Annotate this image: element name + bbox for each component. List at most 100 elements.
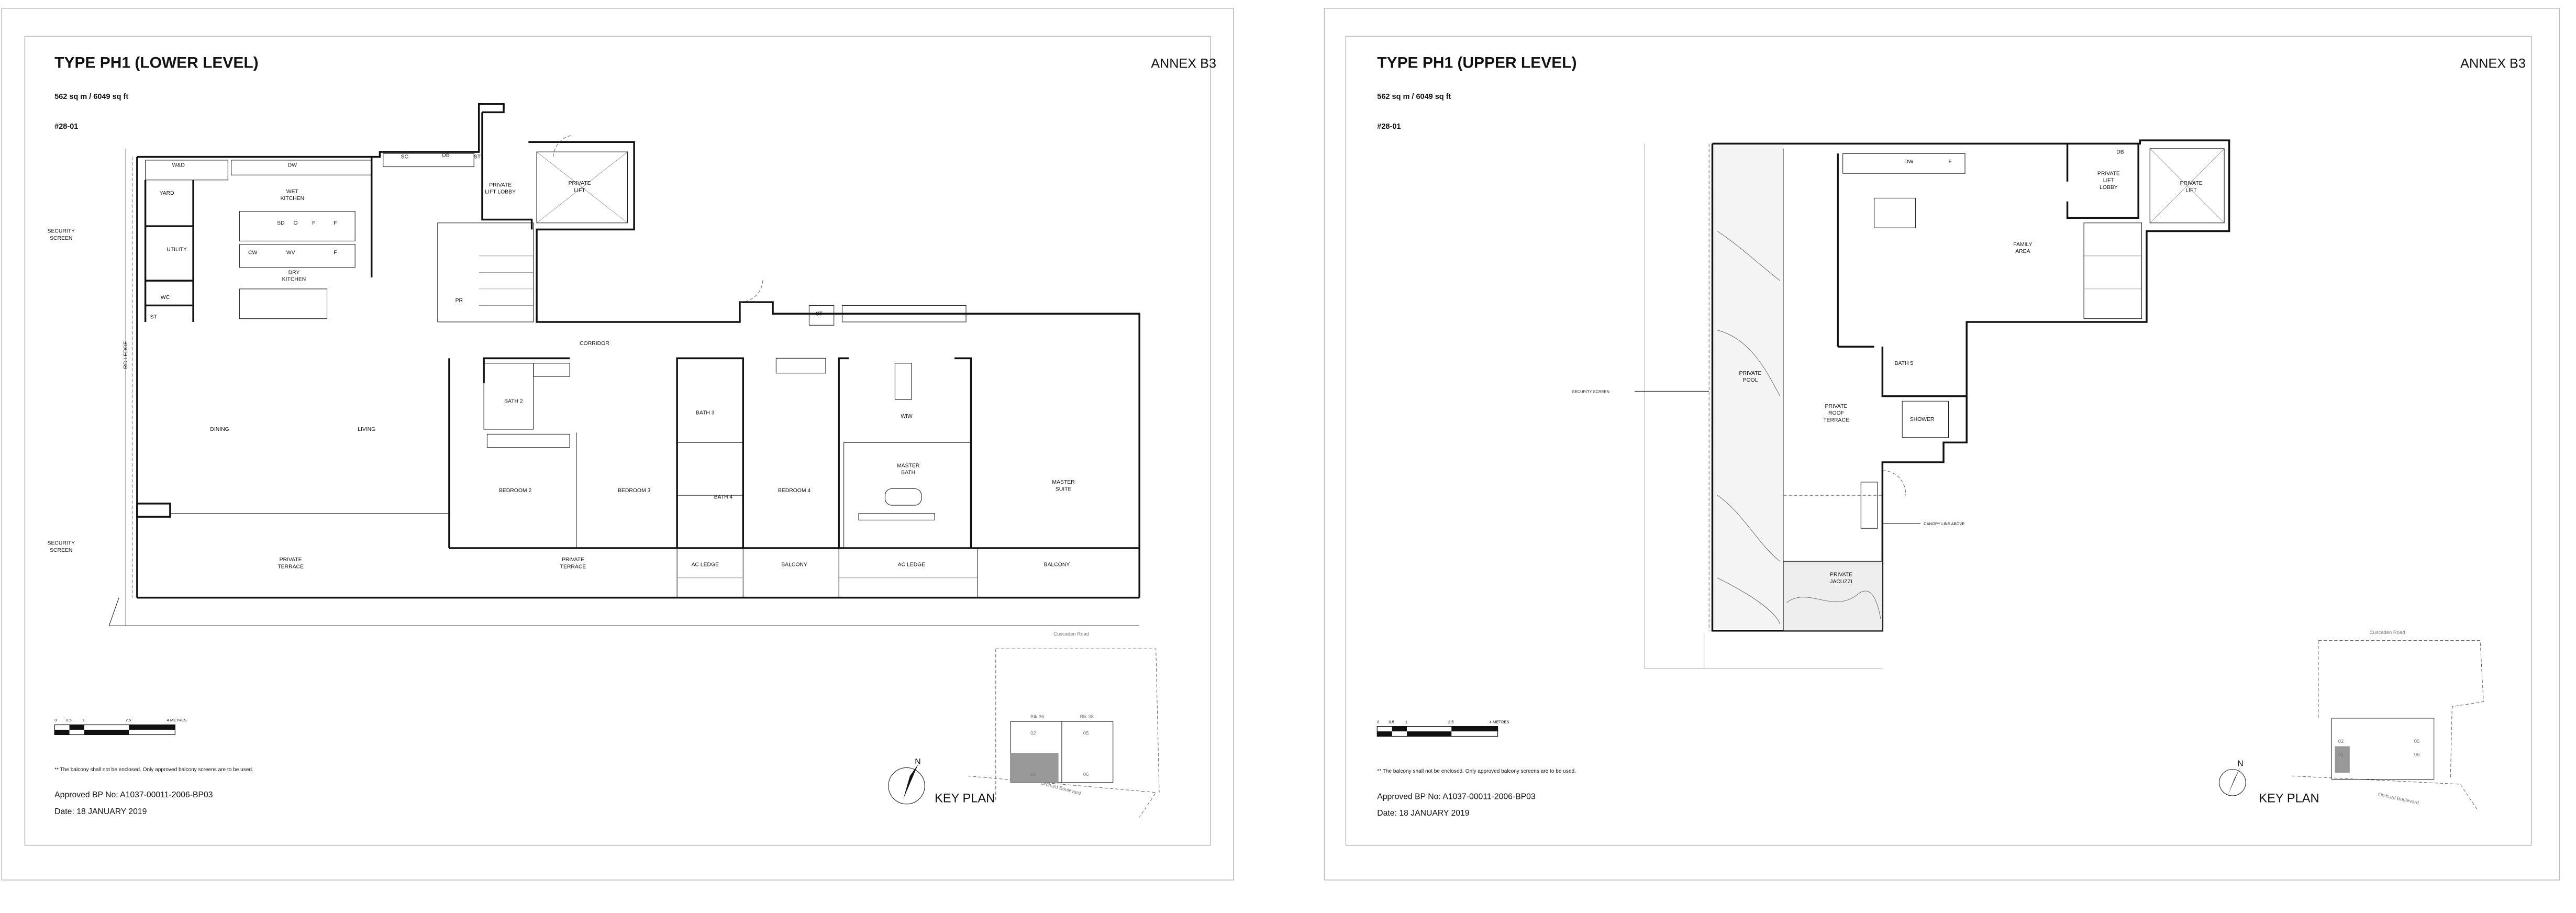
security-screen-label: SECURITY SCREEN xyxy=(1572,389,1609,394)
unit-label: 01 xyxy=(1030,772,1036,777)
room-label: UTILITY xyxy=(166,247,187,252)
vanity xyxy=(858,513,935,520)
room-label: WV xyxy=(286,250,295,256)
scale-segment xyxy=(1451,726,1498,732)
cabinet xyxy=(383,153,474,168)
room-label: TERRACE xyxy=(560,564,586,570)
scale-segment xyxy=(1377,731,1392,737)
road-label: Cuscaden Road xyxy=(1053,631,1089,637)
highlighted-unit xyxy=(2335,746,2350,773)
room-label: WC xyxy=(161,295,170,300)
room-label: LIFT LOBBY xyxy=(485,190,516,195)
master-bath xyxy=(843,442,972,549)
unit-number: #28-01 xyxy=(1377,123,1401,131)
unit-label: 02 xyxy=(1030,730,1036,736)
unit-label: 05 xyxy=(1083,730,1089,736)
room-label: SECURITY xyxy=(48,229,75,235)
room-label: LIVING xyxy=(358,427,375,432)
room-label: BEDROOM 4 xyxy=(778,488,811,494)
upper-level-plan: FAMILYAREAPRIVATELIFTLOBBYPRIVATELIFTBAT… xyxy=(1572,139,2230,669)
private-lift-car xyxy=(536,151,628,224)
scale-label: 4 METRES xyxy=(1490,719,1509,724)
room-label: LIFT xyxy=(2103,178,2115,184)
exterior-wall xyxy=(137,103,505,158)
room-label: F xyxy=(334,220,337,226)
balcony-note: ** The balcony shall not be enclosed. On… xyxy=(54,767,253,773)
room-label: BATH xyxy=(901,470,915,476)
room-label: DW xyxy=(1904,159,1914,165)
unit-area: 562 sq m / 6049 sq ft xyxy=(54,93,128,101)
room-label: PRIVATE xyxy=(2180,181,2203,186)
sheet-outer-border xyxy=(1324,7,2560,881)
annex-label: ANNEX B3 xyxy=(2460,56,2526,71)
kitchen-island xyxy=(239,211,356,241)
bath-wall xyxy=(1881,347,1967,397)
key-plan-label: KEY PLAN xyxy=(2259,792,2319,806)
scale-label: 4 METRES xyxy=(167,718,187,722)
dry-kitchen-island xyxy=(239,288,328,319)
scale-bar: 0 0.5 1 2.5 4 METRES xyxy=(54,718,187,736)
scale-segment xyxy=(69,725,84,730)
scale-segment xyxy=(84,729,129,735)
room-label: ROOF xyxy=(1828,410,1844,416)
room-label: DW xyxy=(288,163,297,169)
room-label: BATH 3 xyxy=(696,410,715,416)
room-label: SCREEN xyxy=(50,236,72,241)
rc-ledge-label: RC LEDGE xyxy=(123,341,129,369)
sheet-lower-level: TYPE PH1 (LOWER LEVEL) ANNEX B3 562 sq m… xyxy=(1,7,1234,881)
room-label: LIFT xyxy=(574,187,585,193)
store-cabinet xyxy=(808,305,835,326)
bath-2 xyxy=(483,363,534,430)
room-label: WET xyxy=(286,189,299,195)
sheet-inner-border xyxy=(24,36,1211,846)
room-label: BATH 4 xyxy=(714,494,733,500)
column xyxy=(136,503,171,518)
water-pattern xyxy=(1786,591,1881,619)
approved-bp-number: Approved BP No: A1037-00011-2006-BP03 xyxy=(1377,792,1536,801)
room-label: TERRACE xyxy=(277,564,304,570)
door-swing xyxy=(1882,470,1906,496)
unit-label: 06 xyxy=(2414,752,2420,758)
north-label: N xyxy=(2237,759,2243,768)
room-label: PRIVATE xyxy=(2097,171,2120,176)
annex-label: ANNEX B3 xyxy=(1151,56,1216,71)
room-label: W&D xyxy=(172,163,185,169)
room-label: PRIVATE xyxy=(1830,572,1852,578)
room-label: SECURITY xyxy=(48,541,75,547)
water-pattern xyxy=(1717,231,1781,625)
bathtub xyxy=(884,488,922,506)
unit-area: 562 sq m / 6049 sq ft xyxy=(1377,93,1451,101)
bath-wall xyxy=(676,357,745,549)
room-label: MASTER xyxy=(1052,480,1075,485)
room-label: POOL xyxy=(1743,377,1758,383)
sheet-outer-border xyxy=(1,7,1234,881)
room-label: DB xyxy=(2116,149,2124,155)
highlighted-unit xyxy=(1011,753,1059,783)
scale-segment xyxy=(54,729,70,735)
road-label: Cuscaden Road xyxy=(2370,630,2405,636)
interior-wall xyxy=(483,357,570,383)
scale-label: 1 xyxy=(83,718,85,722)
block-label: Blk 36 xyxy=(1030,714,1044,720)
canopy-label: CANOPY LINE ABOVE xyxy=(1924,521,1964,526)
room-label: SUITE xyxy=(1056,486,1072,492)
room-label: PRIVATE xyxy=(562,557,584,563)
scale-segment xyxy=(129,725,175,730)
room-label: SHOWER xyxy=(1910,417,1935,422)
room-label: ST xyxy=(474,154,481,160)
lift-cross xyxy=(2149,148,2225,224)
room-label: DINING xyxy=(210,427,229,432)
room-label: WIW xyxy=(901,414,913,419)
room-label: BALCONY xyxy=(1044,562,1070,568)
key-plan: Cuscaden Road Orchard Boulevard Blk 36 B… xyxy=(888,631,1160,818)
room-label: YARD xyxy=(160,191,174,196)
key-plan-building xyxy=(2331,718,2435,780)
exterior-wall xyxy=(1711,139,2230,632)
room-label: SD xyxy=(277,220,284,226)
jacuzzi xyxy=(1783,561,1883,631)
key-plan-label: KEY PLAN xyxy=(935,792,995,806)
room-label: F xyxy=(1948,159,1951,165)
compass-icon xyxy=(2219,769,2246,796)
room-label: DB xyxy=(442,153,450,159)
